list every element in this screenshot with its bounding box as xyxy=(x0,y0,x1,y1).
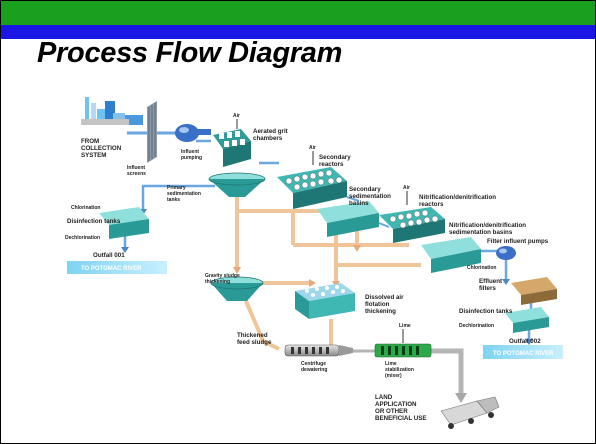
disinfection-2-label: Disinfection tanks xyxy=(459,308,513,315)
river-1 xyxy=(67,261,167,274)
secondary-sedimentation-basins-icon xyxy=(317,201,379,237)
outfall-2-label: Outfall 002 xyxy=(509,338,541,345)
disinfection-tanks-2-icon xyxy=(505,307,549,333)
aerated-grit-chambers-icon xyxy=(213,129,251,167)
top-blue-bar xyxy=(1,25,595,39)
chlorination-2-label: Chlorination xyxy=(467,265,496,271)
truck-arrow xyxy=(455,393,467,403)
outfall-1-label: Outfall 001 xyxy=(93,252,125,259)
air-label-2: Air xyxy=(309,145,316,151)
daf-thickening-icon xyxy=(295,283,355,319)
chlorination-1-label: Chlorination xyxy=(71,205,100,211)
lime-mixer-icon xyxy=(374,343,432,358)
air-label-3: Air xyxy=(403,185,410,191)
river-1-label: TO POTOMAC RIVER xyxy=(81,266,142,272)
filter-pumps-label: Filter influent pumps xyxy=(487,238,549,245)
disinfection-1-label: Disinfection tanks xyxy=(67,218,121,225)
basin-to-nitri-pipe xyxy=(378,222,390,228)
slide-title: Process Flow Diagram xyxy=(37,37,343,69)
truck-icon xyxy=(440,396,500,429)
secondary-reactors-icon xyxy=(277,167,347,209)
nitrification-reactors-icon xyxy=(379,207,445,243)
filter-influent-pump-icon xyxy=(496,246,516,260)
reactor-to-basin-pipe xyxy=(346,196,360,202)
top-green-bar xyxy=(1,1,595,25)
dechlorination-2-label: Dechlorination xyxy=(459,323,494,329)
river-2-label: TO POTOMAC RIVER xyxy=(493,351,554,357)
centrifuge-icon xyxy=(284,344,353,357)
collection-system-icon xyxy=(81,97,143,125)
influent-pump-icon xyxy=(175,124,211,142)
lime-label: Lime xyxy=(399,323,411,329)
gravity-thickener-icon xyxy=(210,276,264,301)
disinfection-tanks-1-icon xyxy=(99,207,149,239)
air-label-1: Air xyxy=(233,113,240,119)
river-2 xyxy=(483,345,563,359)
truck-path xyxy=(431,348,464,396)
dechlorination-1-label: Dechlorination xyxy=(65,235,100,241)
influent-screens-icon xyxy=(147,101,157,163)
nitrification-sedimentation-basins-icon xyxy=(421,237,481,273)
primary-sedimentation-tank-icon xyxy=(208,172,266,197)
effluent-filters-icon xyxy=(511,277,557,305)
